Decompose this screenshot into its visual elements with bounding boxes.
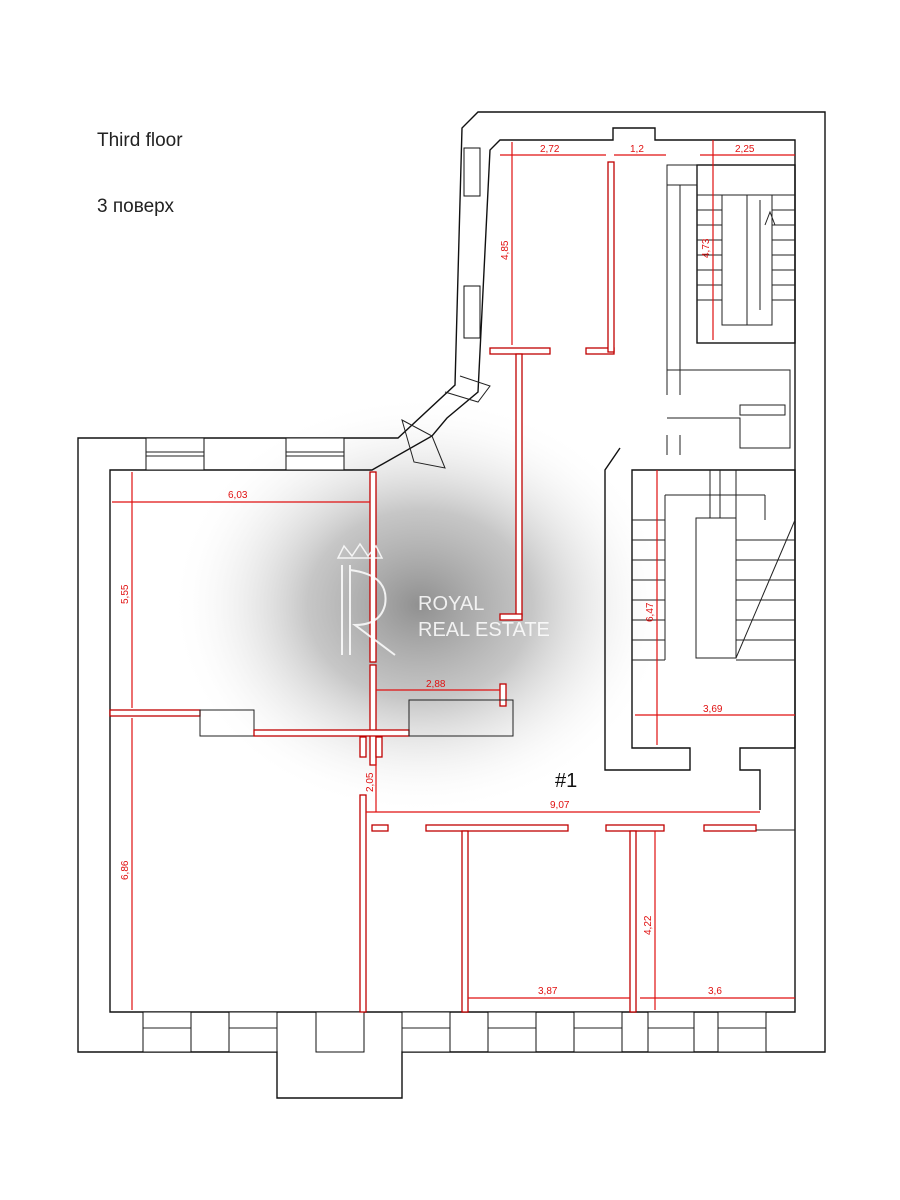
dim-5-55: 5,55 xyxy=(120,584,131,604)
top-windows xyxy=(145,437,345,471)
dim-1-2: 1,2 xyxy=(630,144,644,155)
unit-label: #1 xyxy=(555,770,577,792)
watermark-haze xyxy=(170,395,670,815)
dim-3-6: 3,6 xyxy=(708,986,722,997)
bottom-windows xyxy=(142,1011,767,1053)
watermark-logo: ROYAL REAL ESTATE xyxy=(336,542,550,656)
floor-title-local: 3 поверх xyxy=(97,196,175,217)
dim-2-88: 2,88 xyxy=(426,679,446,690)
partitions xyxy=(109,161,795,1013)
dimension-labels: 2,72 1,2 2,25 4,85 4,73 6,03 5,55 2,88 6… xyxy=(120,144,755,997)
lower-stairwell xyxy=(604,447,796,810)
dim-2-72: 2,72 xyxy=(540,144,560,155)
dim-4-22: 4,22 xyxy=(643,915,654,935)
dim-6-03: 6,03 xyxy=(228,490,248,501)
dim-4-85: 4,85 xyxy=(500,240,511,260)
dim-3-87: 3,87 xyxy=(538,986,558,997)
watermark-line1: ROYAL xyxy=(418,593,484,615)
upper-stairwell xyxy=(666,164,796,395)
dim-6-86: 6,86 xyxy=(120,860,131,880)
watermark-line2: REAL ESTATE xyxy=(418,619,550,641)
dim-4-73: 4,73 xyxy=(701,238,712,258)
diagonal-windows xyxy=(401,147,491,469)
dim-2-05: 2,05 xyxy=(365,772,376,792)
dim-3-69: 3,69 xyxy=(703,704,723,715)
dimension-lines xyxy=(112,140,795,1010)
dim-9-07: 9,07 xyxy=(550,800,570,811)
dim-2-25: 2,25 xyxy=(735,144,755,155)
dim-6-47: 6,47 xyxy=(645,602,656,622)
service-area xyxy=(666,369,791,455)
floor-title-en: Third floor xyxy=(97,130,183,151)
crown-icon xyxy=(336,542,384,559)
